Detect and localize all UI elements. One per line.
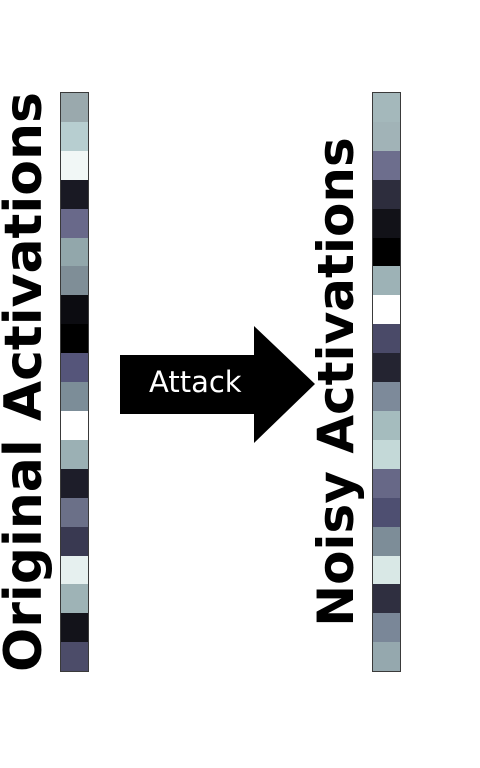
original-activations-label: Original Activations [0,92,54,672]
attack-label: Attack [149,365,242,399]
original-activation-cell [61,410,88,440]
original-activation-cell [61,439,88,469]
noisy-activation-cell [373,439,400,469]
original-activation-cell [61,468,88,498]
original-activation-cell [61,93,88,122]
original-activation-cell [61,179,88,209]
noisy-activations-column [372,92,401,672]
noisy-activation-cell [373,410,400,440]
noisy-activation-cell [373,266,400,296]
noisy-activation-cell [373,93,400,122]
noisy-activation-cell [373,324,400,354]
noisy-activation-cell [373,208,400,238]
noisy-activation-cell [373,353,400,383]
noisy-activations-label: Noisy Activations [307,137,365,627]
original-activation-cell [61,237,88,267]
noisy-activation-cell [373,382,400,411]
original-activation-cell [61,353,88,383]
noisy-activation-cell [373,121,400,151]
noisy-activation-cell [373,526,400,556]
original-activation-cell [61,613,88,643]
noisy-activation-cell [373,150,400,180]
original-activation-cell [61,382,88,411]
original-activation-cell [61,208,88,238]
original-activations-column [60,92,89,672]
noisy-activation-cell [373,642,400,672]
noisy-activation-cell [373,237,400,267]
original-activation-cell [61,266,88,296]
noisy-activation-cell [373,613,400,643]
original-activation-cell [61,324,88,354]
noisy-activation-cell [373,555,400,585]
original-activation-cell [61,526,88,556]
original-activation-cell [61,584,88,614]
original-activation-cell [61,121,88,151]
original-activation-cell [61,150,88,180]
original-activation-cell [61,555,88,585]
noisy-activation-cell [373,468,400,498]
arrow-shape [120,326,315,443]
noisy-activation-cell [373,179,400,209]
original-activation-cell [61,497,88,527]
noisy-activation-cell [373,295,400,325]
original-activation-cell [61,642,88,672]
noisy-activation-cell [373,584,400,614]
original-activation-cell [61,295,88,325]
attack-arrow-icon [120,326,315,443]
noisy-activation-cell [373,497,400,527]
